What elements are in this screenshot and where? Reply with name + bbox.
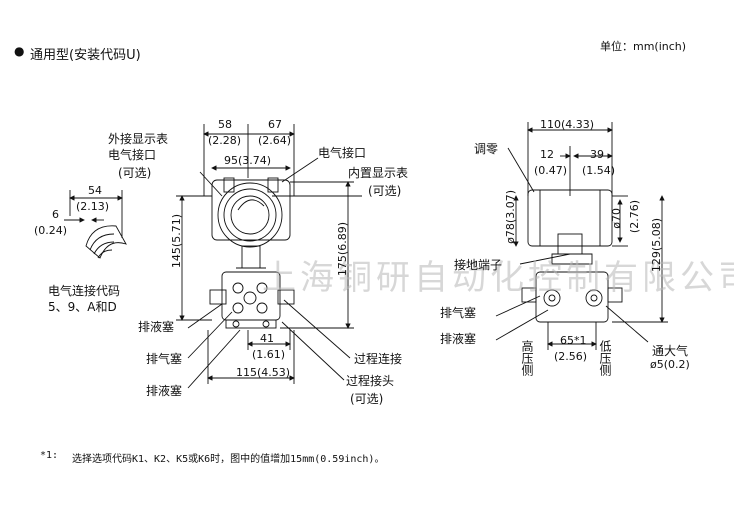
dim-78: ø78(3.07) — [504, 190, 517, 244]
label-low-pressure-side: 低压侧 — [598, 340, 612, 376]
label-high-pressure-side: 高压侧 — [520, 340, 534, 376]
dim-129: 129(5.08) — [650, 218, 663, 273]
footnote-mark: *1: — [40, 450, 59, 461]
label-ext-display: 外接显示表 — [108, 132, 169, 146]
dim-70-inch: (2.76) — [628, 200, 641, 234]
label-zero-adjust: 调零 — [474, 142, 499, 156]
label-process-connection: 过程连接 — [354, 352, 403, 366]
label-int-display: 内置显示表 — [348, 166, 409, 180]
dim-12-inch: (0.47) — [534, 164, 568, 177]
footnote-text: 选择选项代码K1、K2、K5或K6时，图中的值增加15mm(0.59inch)。 — [72, 454, 385, 465]
dim-95: 95(3.74) — [224, 154, 272, 167]
label-elec-conn-code: 电气连接代码 — [48, 284, 121, 298]
label-drain-plug-1: 排液塞 — [138, 320, 175, 334]
dim-58-inch: (2.28) — [208, 134, 242, 147]
label-vent-plug-right: 排气塞 — [440, 306, 477, 320]
dim-65-inch: (2.56) — [554, 350, 588, 363]
dim-110: 110(4.33) — [540, 118, 595, 131]
label-atmosphere-dim: ø5(0.2) — [650, 358, 690, 371]
label-drain-plug-right: 排液塞 — [440, 332, 477, 346]
label-drain-plug-2: 排液塞 — [146, 384, 183, 398]
dim-67-inch: (2.64) — [258, 134, 292, 147]
dim-39: 39 — [590, 148, 604, 161]
dim-6-inch: (0.24) — [34, 224, 68, 237]
dim-115: 115(4.53) — [236, 366, 291, 379]
label-vent-plug: 排气塞 — [146, 352, 183, 366]
elbow-connector-drawing — [64, 190, 127, 259]
dim-54-inch: (2.13) — [76, 200, 110, 213]
dim-12: 12 — [540, 148, 554, 161]
label-elec-port: 电气接口 — [318, 146, 367, 160]
right-transmitter-drawing — [495, 122, 668, 350]
dim-54: 54 — [88, 184, 102, 197]
label-process-joint: 过程接头 — [346, 374, 395, 388]
dim-39-inch: (1.54) — [582, 164, 616, 177]
dim-41: 41 — [260, 332, 274, 345]
left-transmitter-drawing — [176, 124, 362, 389]
label-ext-display-optional: (可选) — [118, 166, 152, 180]
label-elec-conn-values: 5、9、A和D — [48, 300, 117, 314]
dim-41-inch: (1.61) — [252, 348, 286, 361]
label-to-atmosphere: 通大气 — [652, 344, 689, 358]
dim-65: 65*1 — [560, 334, 587, 347]
dim-6: 6 — [52, 208, 59, 221]
dim-175: 175(6.89) — [336, 222, 349, 277]
label-ground-terminal: 接地端子 — [454, 258, 503, 272]
label-ext-display-port: 电气接口 — [108, 148, 157, 162]
label-process-joint-optional: (可选) — [350, 392, 384, 406]
dim-58: 58 — [218, 118, 232, 131]
unit-label: 单位：mm(inch) — [600, 40, 687, 53]
dim-70: ø70 — [610, 208, 623, 229]
label-int-display-optional: (可选) — [368, 184, 402, 198]
page-title: 通用型(安装代码U) — [30, 48, 141, 63]
dim-67: 67 — [268, 118, 282, 131]
watermark-text: 上海铜研自动化控制有限公司 — [262, 258, 734, 298]
header-bullet: ● — [14, 44, 25, 58]
dim-145: 145(5.71) — [170, 214, 183, 269]
